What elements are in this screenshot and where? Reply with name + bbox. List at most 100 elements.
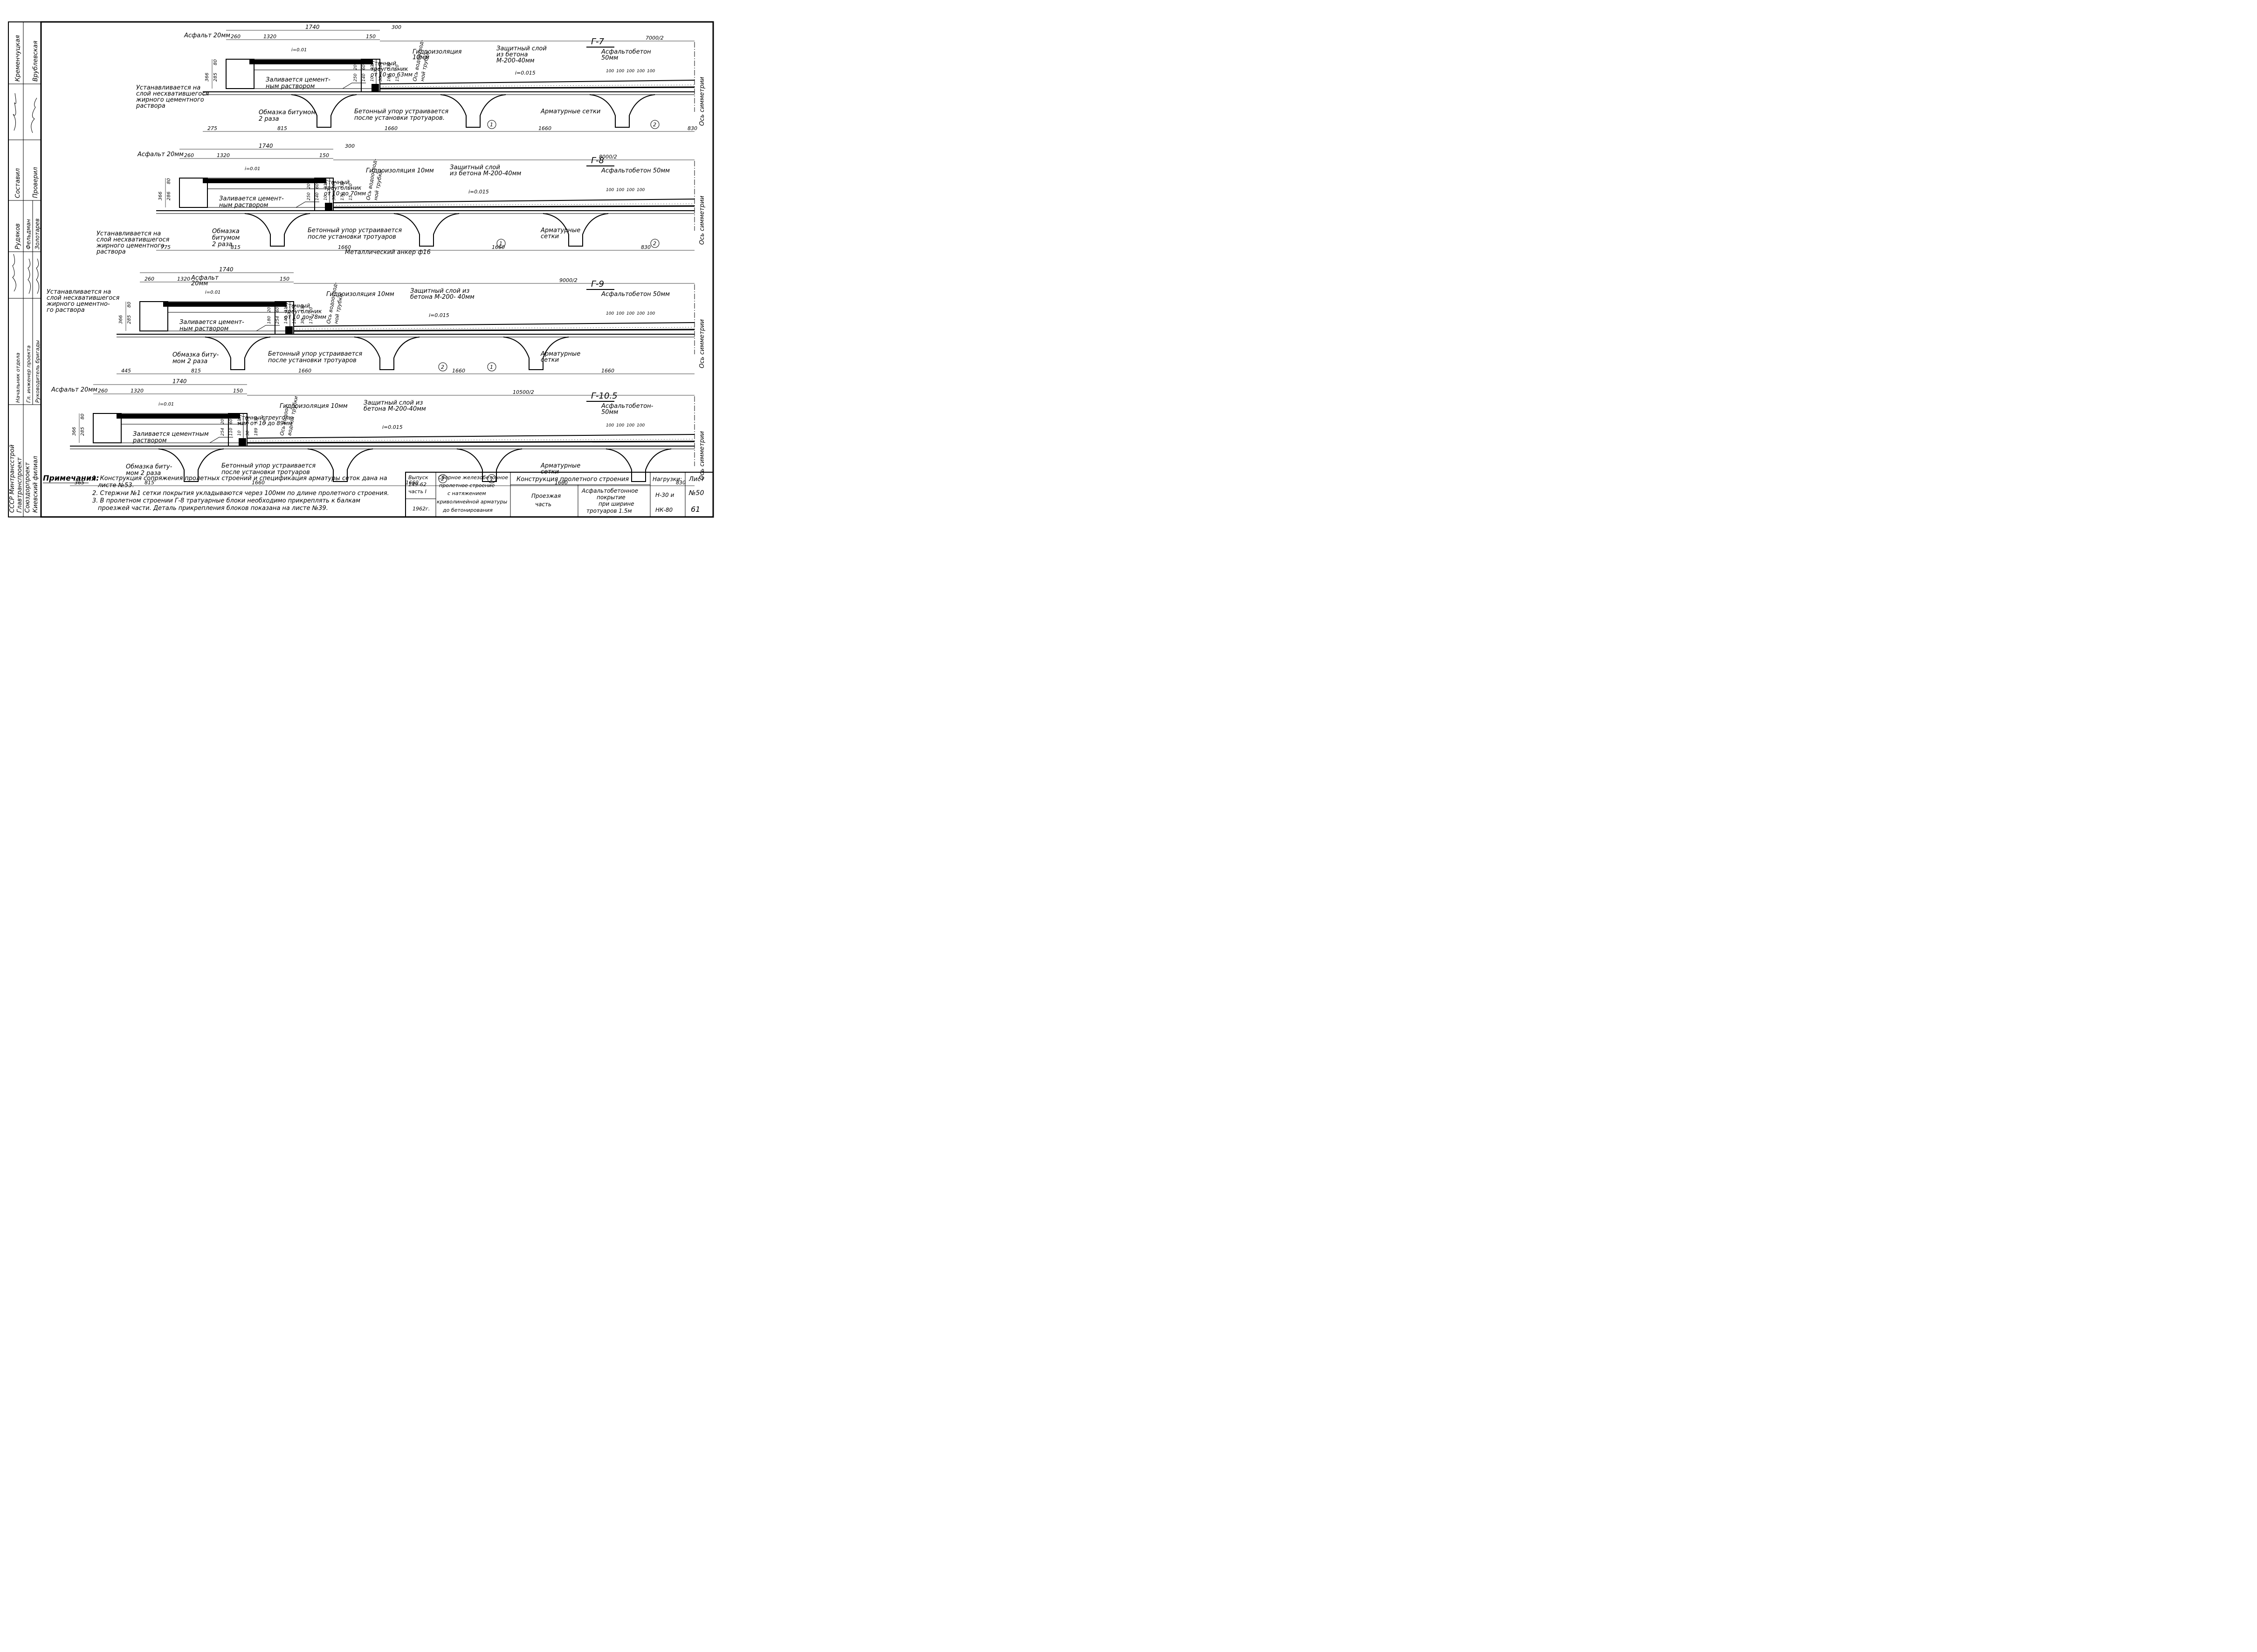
dim-366: 366 — [158, 192, 163, 200]
callout-number: 2 — [653, 241, 656, 247]
beam-rib — [440, 94, 506, 128]
dim-260: 260 — [231, 34, 241, 40]
label-drip-triangle: Сточный — [371, 60, 396, 67]
org-soyuzdorproekt: Союздорпроект — [24, 462, 31, 513]
label-mortar-bed: жирного цементного — [96, 242, 165, 249]
stamp-year: 1962г. — [413, 506, 430, 512]
label-bitumen: Обмазка биту- — [172, 351, 219, 358]
dim-285: 285 — [127, 315, 132, 324]
section-title: Г-7 — [591, 37, 605, 47]
dim-285: 285 — [213, 73, 218, 82]
label-slope-walk: i=0.01 — [158, 402, 174, 407]
dim-bottom-2: 1660 — [298, 368, 311, 374]
label-protective-layer: Защитный слой из — [410, 288, 469, 295]
dim-bottom-4: 1660 — [601, 368, 614, 374]
label-slope-walk: i=0.01 — [205, 290, 220, 295]
label-asphalt-concrete: 50мм — [601, 55, 618, 62]
callout-circle — [650, 239, 660, 248]
dim-small: 140 — [262, 416, 267, 424]
label-asphalt: Асфальт — [191, 275, 219, 282]
pos-head-dept: Начальник отдела — [15, 352, 21, 403]
dim-bottom-4: 830 — [688, 125, 697, 131]
dim-small: 180 — [267, 316, 272, 324]
dim-150: 150 — [319, 152, 329, 158]
dim-spacing: 100 — [626, 188, 634, 193]
left-strip-frame — [8, 21, 41, 517]
label-metal-anchor: Металлический анкер ф16 — [345, 249, 431, 256]
beam-rib — [307, 448, 373, 482]
callout-number: 1 — [490, 476, 493, 482]
dim-bottom-4: 1660 — [555, 480, 568, 486]
dim-366: 366 — [72, 427, 77, 436]
dim-1320: 1320 — [177, 276, 190, 282]
stamp-project-5: до бетонирования — [442, 507, 493, 513]
dim-150: 150 — [233, 388, 243, 394]
label-rebar-mesh: сетки — [541, 357, 559, 364]
label-asphalt-concrete: Асфальтобетон — [601, 48, 651, 55]
dim-small: 10 — [237, 430, 242, 436]
beam-rib — [244, 213, 310, 247]
dim-small: 30 — [246, 430, 250, 436]
notes-heading: Примечания: — [43, 474, 99, 482]
label-asphalt: Асфальт 20мм — [137, 151, 184, 158]
label-mortar-bed: раствора — [96, 248, 126, 255]
dim-bottom-3: 1660 — [406, 480, 419, 486]
label-rebar-mesh: Арматурные сетки — [540, 108, 600, 115]
dim-spacing: 100 — [637, 423, 645, 428]
dim-bottom-1: 815 — [145, 480, 154, 486]
dim-bottom-1: 815 — [277, 125, 287, 131]
axis-symmetry-label: Ось симметрии — [699, 431, 706, 480]
label-asphalt-concrete: 50мм — [601, 409, 618, 416]
label-concrete-stop: после установки тротуаров — [221, 469, 310, 476]
beam-rib — [205, 337, 271, 370]
label-waterproofing: Гидроизоляция 10мм — [326, 291, 394, 298]
dim-80: 80 — [127, 302, 132, 308]
label-fill-mortar: Заливается цемент- — [219, 195, 284, 202]
dim-spacing: 100 — [626, 311, 634, 316]
dim-spacing: 100 — [637, 69, 645, 74]
dim-small: 330 — [340, 181, 345, 189]
dim-small: 20 — [220, 419, 225, 424]
label-protective-layer: М-200-40мм — [496, 57, 535, 64]
dim-bottom-3: 1660 — [492, 244, 505, 250]
dim-small: 170 — [340, 193, 345, 200]
label-fill-mortar: ным раствором — [266, 83, 315, 90]
dim-small: 330 — [387, 62, 392, 70]
label-bitumen: 2 раза — [259, 116, 279, 123]
name-feldman: Фельдман — [25, 219, 32, 249]
dim-spacing: 100 — [637, 188, 645, 193]
dim-spacing: 100 — [606, 69, 614, 74]
beam-rib — [158, 448, 224, 482]
callout-number: 2 — [441, 476, 444, 482]
dim-285: 285 — [80, 427, 85, 436]
label-protective-layer: Защитный слой — [496, 45, 547, 52]
dim-spacing: 100 — [647, 311, 655, 316]
label-mortar-bed: раствора — [136, 103, 165, 110]
callout-circle — [487, 474, 496, 483]
label-bitumen: мом 2 раза — [126, 470, 161, 477]
label-asphalt: Асфальт 20мм — [51, 386, 97, 393]
label-concrete-stop: после установки тротуаров. — [354, 115, 445, 122]
callout-number: 1 — [490, 364, 493, 370]
beam-rib — [354, 337, 420, 370]
label-protective-layer: бетона М-200-40мм — [364, 406, 426, 413]
stamp-issue-part: часть I — [408, 489, 427, 495]
label-mortar-bed: слой несхватившегося — [47, 295, 119, 302]
signatures — [12, 93, 39, 294]
label-concrete-stop: Бетонный упор устраивается — [268, 351, 362, 358]
dim-small: 189 — [254, 428, 259, 436]
dim-small: 20 — [395, 64, 400, 70]
callout-circle — [487, 362, 496, 372]
note-3: 3. В пролетном строении Г-8 тратуарные б… — [92, 497, 360, 504]
org-glavtransproekt: Главтранспроект — [16, 457, 23, 513]
callout-number: 2 — [441, 364, 444, 370]
pos-team-lead: Руководитель бригады — [34, 340, 41, 403]
dim-bottom-2: 1660 — [385, 125, 398, 131]
dim-small: 254 — [220, 428, 225, 436]
dim-260: 260 — [98, 388, 108, 394]
dim-small: 250 — [353, 74, 358, 82]
label-mortar-bed: слой несхватившегося — [96, 236, 169, 243]
dim-bottom-3: 1660 — [452, 368, 465, 374]
